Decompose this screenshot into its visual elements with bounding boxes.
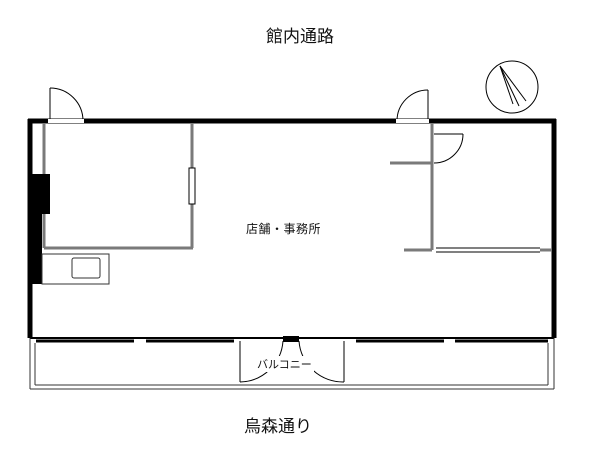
right-room-partitions: [390, 123, 552, 252]
sink-icon: [41, 253, 110, 285]
counter-block: [32, 174, 50, 214]
left-room-door-opening: [188, 167, 196, 205]
balcony-outline: [29, 338, 555, 390]
door-top-left: [48, 87, 84, 123]
balcony-label: バルコニー: [255, 356, 314, 372]
right-room-door: [433, 133, 540, 253]
street-label: 烏森通り: [244, 417, 312, 437]
outer-walls: [27, 118, 557, 338]
corridor-label: 館内通路: [266, 27, 334, 47]
north-arrow-icon: [485, 60, 539, 114]
left-room-partitions: [42, 123, 194, 250]
room-label: 店舗・事務所: [246, 222, 322, 236]
front-windows: [30, 336, 554, 343]
door-top-right: [396, 89, 429, 123]
counter-base: [32, 214, 42, 284]
